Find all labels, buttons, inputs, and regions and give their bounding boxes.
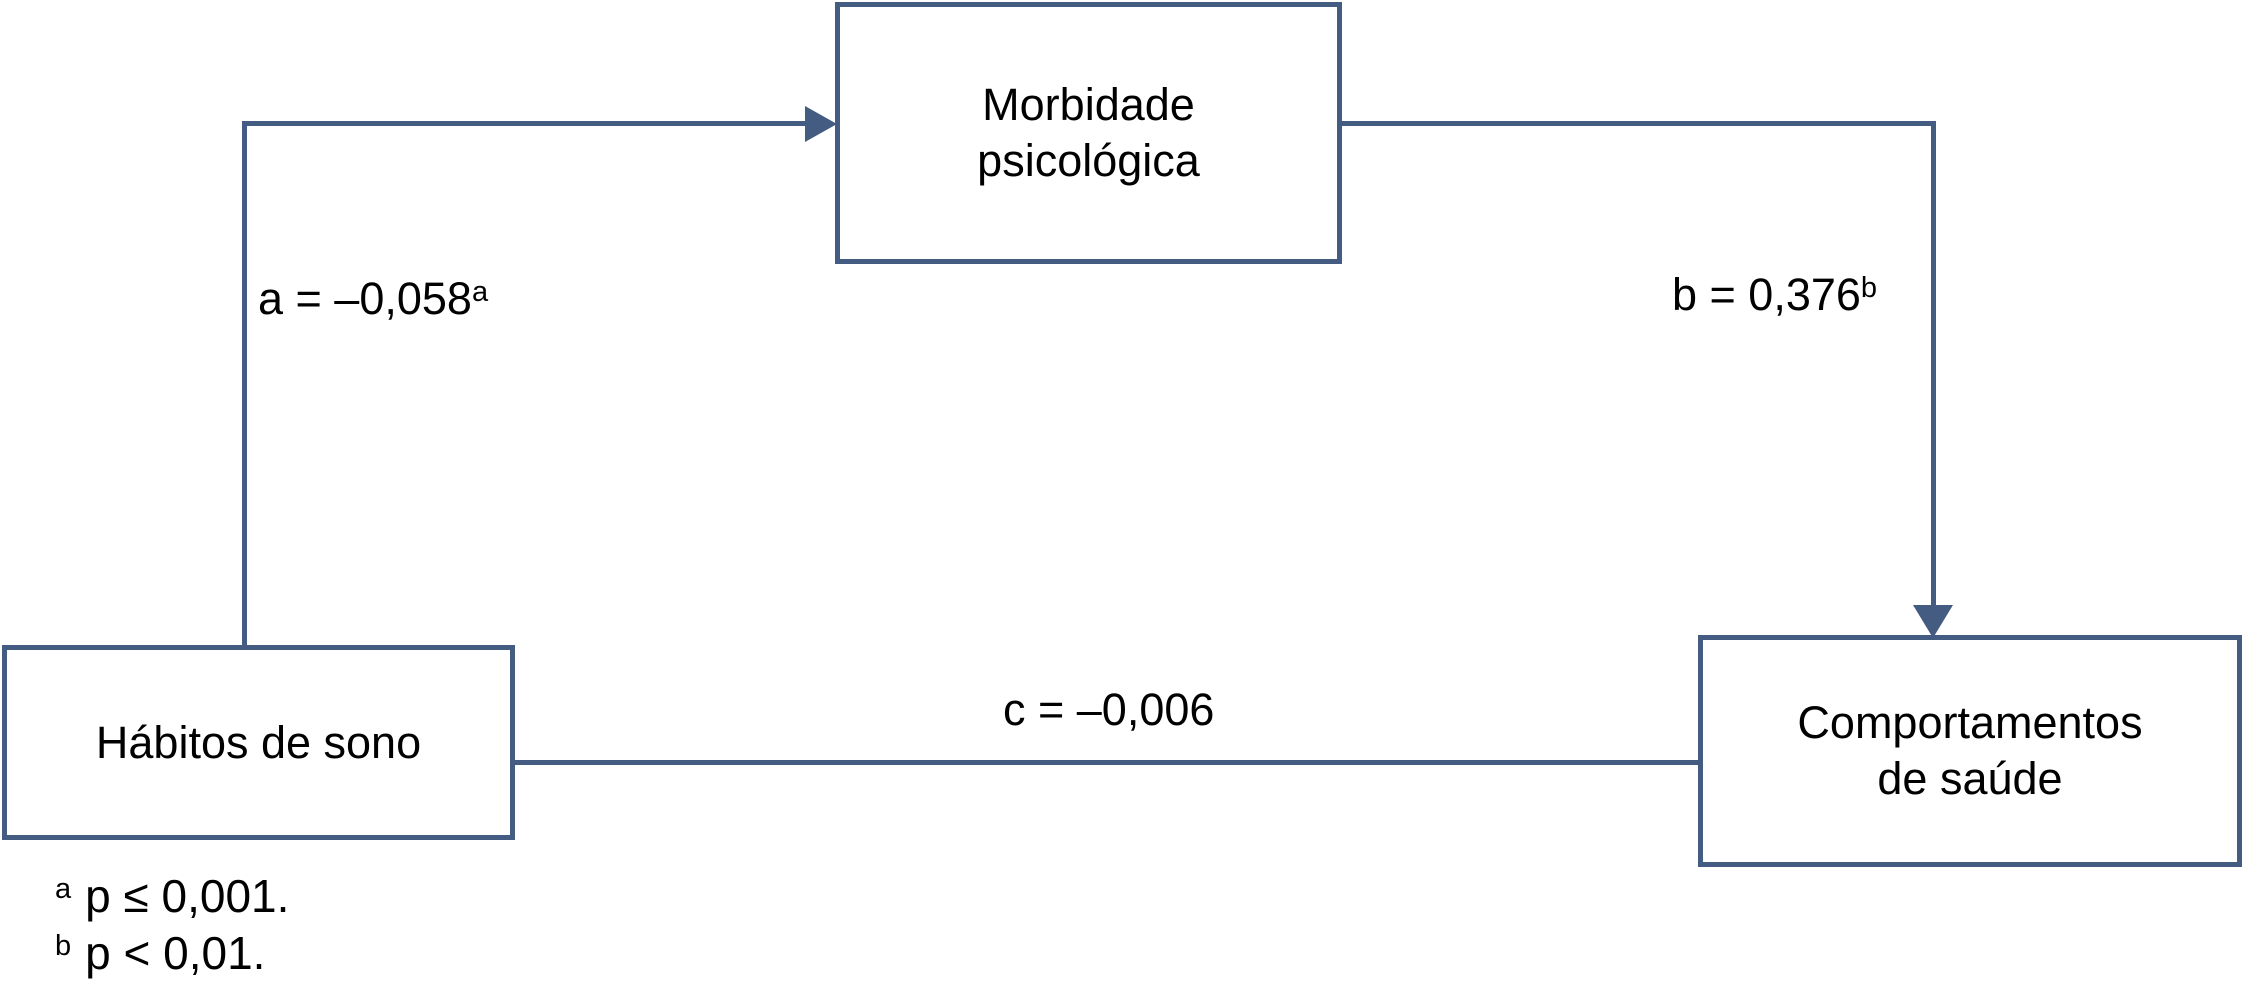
footnote-b-text: p < 0,01. (85, 927, 266, 979)
path-b-arrowhead-icon (1913, 605, 1953, 638)
path-b-line-vertical (1931, 121, 1936, 609)
outcome-box-label-line-1: Comportamentos (1797, 697, 2143, 748)
outcome-box: Comportamentos de saúde (1698, 635, 2242, 867)
path-a-significance-superscript: a (471, 275, 489, 308)
mediator-box: Morbidade psicológica (835, 2, 1342, 264)
footnote-b-marker: b (55, 929, 72, 962)
outcome-box-label: Comportamentos de saúde (1797, 695, 2142, 807)
path-c-line (515, 760, 1700, 765)
path-a-arrowhead-icon (805, 106, 837, 142)
footnote-a: a p ≤ 0,001. (55, 868, 289, 925)
footnotes: a p ≤ 0,001. b p < 0,01. (55, 868, 289, 982)
footnote-a-text: p ≤ 0,001. (85, 870, 290, 922)
path-b-coefficient-label: b = 0,376b (1672, 269, 1877, 321)
footnote-a-marker: a (55, 872, 72, 905)
path-a-coefficient-value: a = –0,058 (258, 273, 472, 324)
footnote-b: b p < 0,01. (55, 925, 289, 982)
mediator-box-label-line-1: Morbidade (982, 79, 1195, 130)
outcome-box-label-line-2: de saúde (1877, 753, 2063, 804)
path-a-line-vertical (242, 121, 247, 645)
predictor-box: Hábitos de sono (2, 645, 515, 840)
predictor-box-label-line-1: Hábitos de sono (95, 716, 422, 768)
path-a-line-horizontal (242, 121, 808, 126)
mediator-box-label-line-2: psicológica (977, 135, 1200, 186)
mediator-box-label: Morbidade psicológica (977, 77, 1200, 189)
path-b-line-horizontal (1342, 121, 1936, 126)
path-c-coefficient-label: c = –0,006 (1003, 684, 1214, 736)
path-c-coefficient-value: c = –0,006 (1003, 684, 1215, 735)
predictor-box-label: Hábitos de sono (96, 715, 421, 771)
path-a-coefficient-label: a = –0,058a (258, 273, 488, 325)
path-b-significance-superscript: b (1860, 271, 1878, 304)
path-b-coefficient-value: b = 0,376 (1672, 269, 1861, 320)
